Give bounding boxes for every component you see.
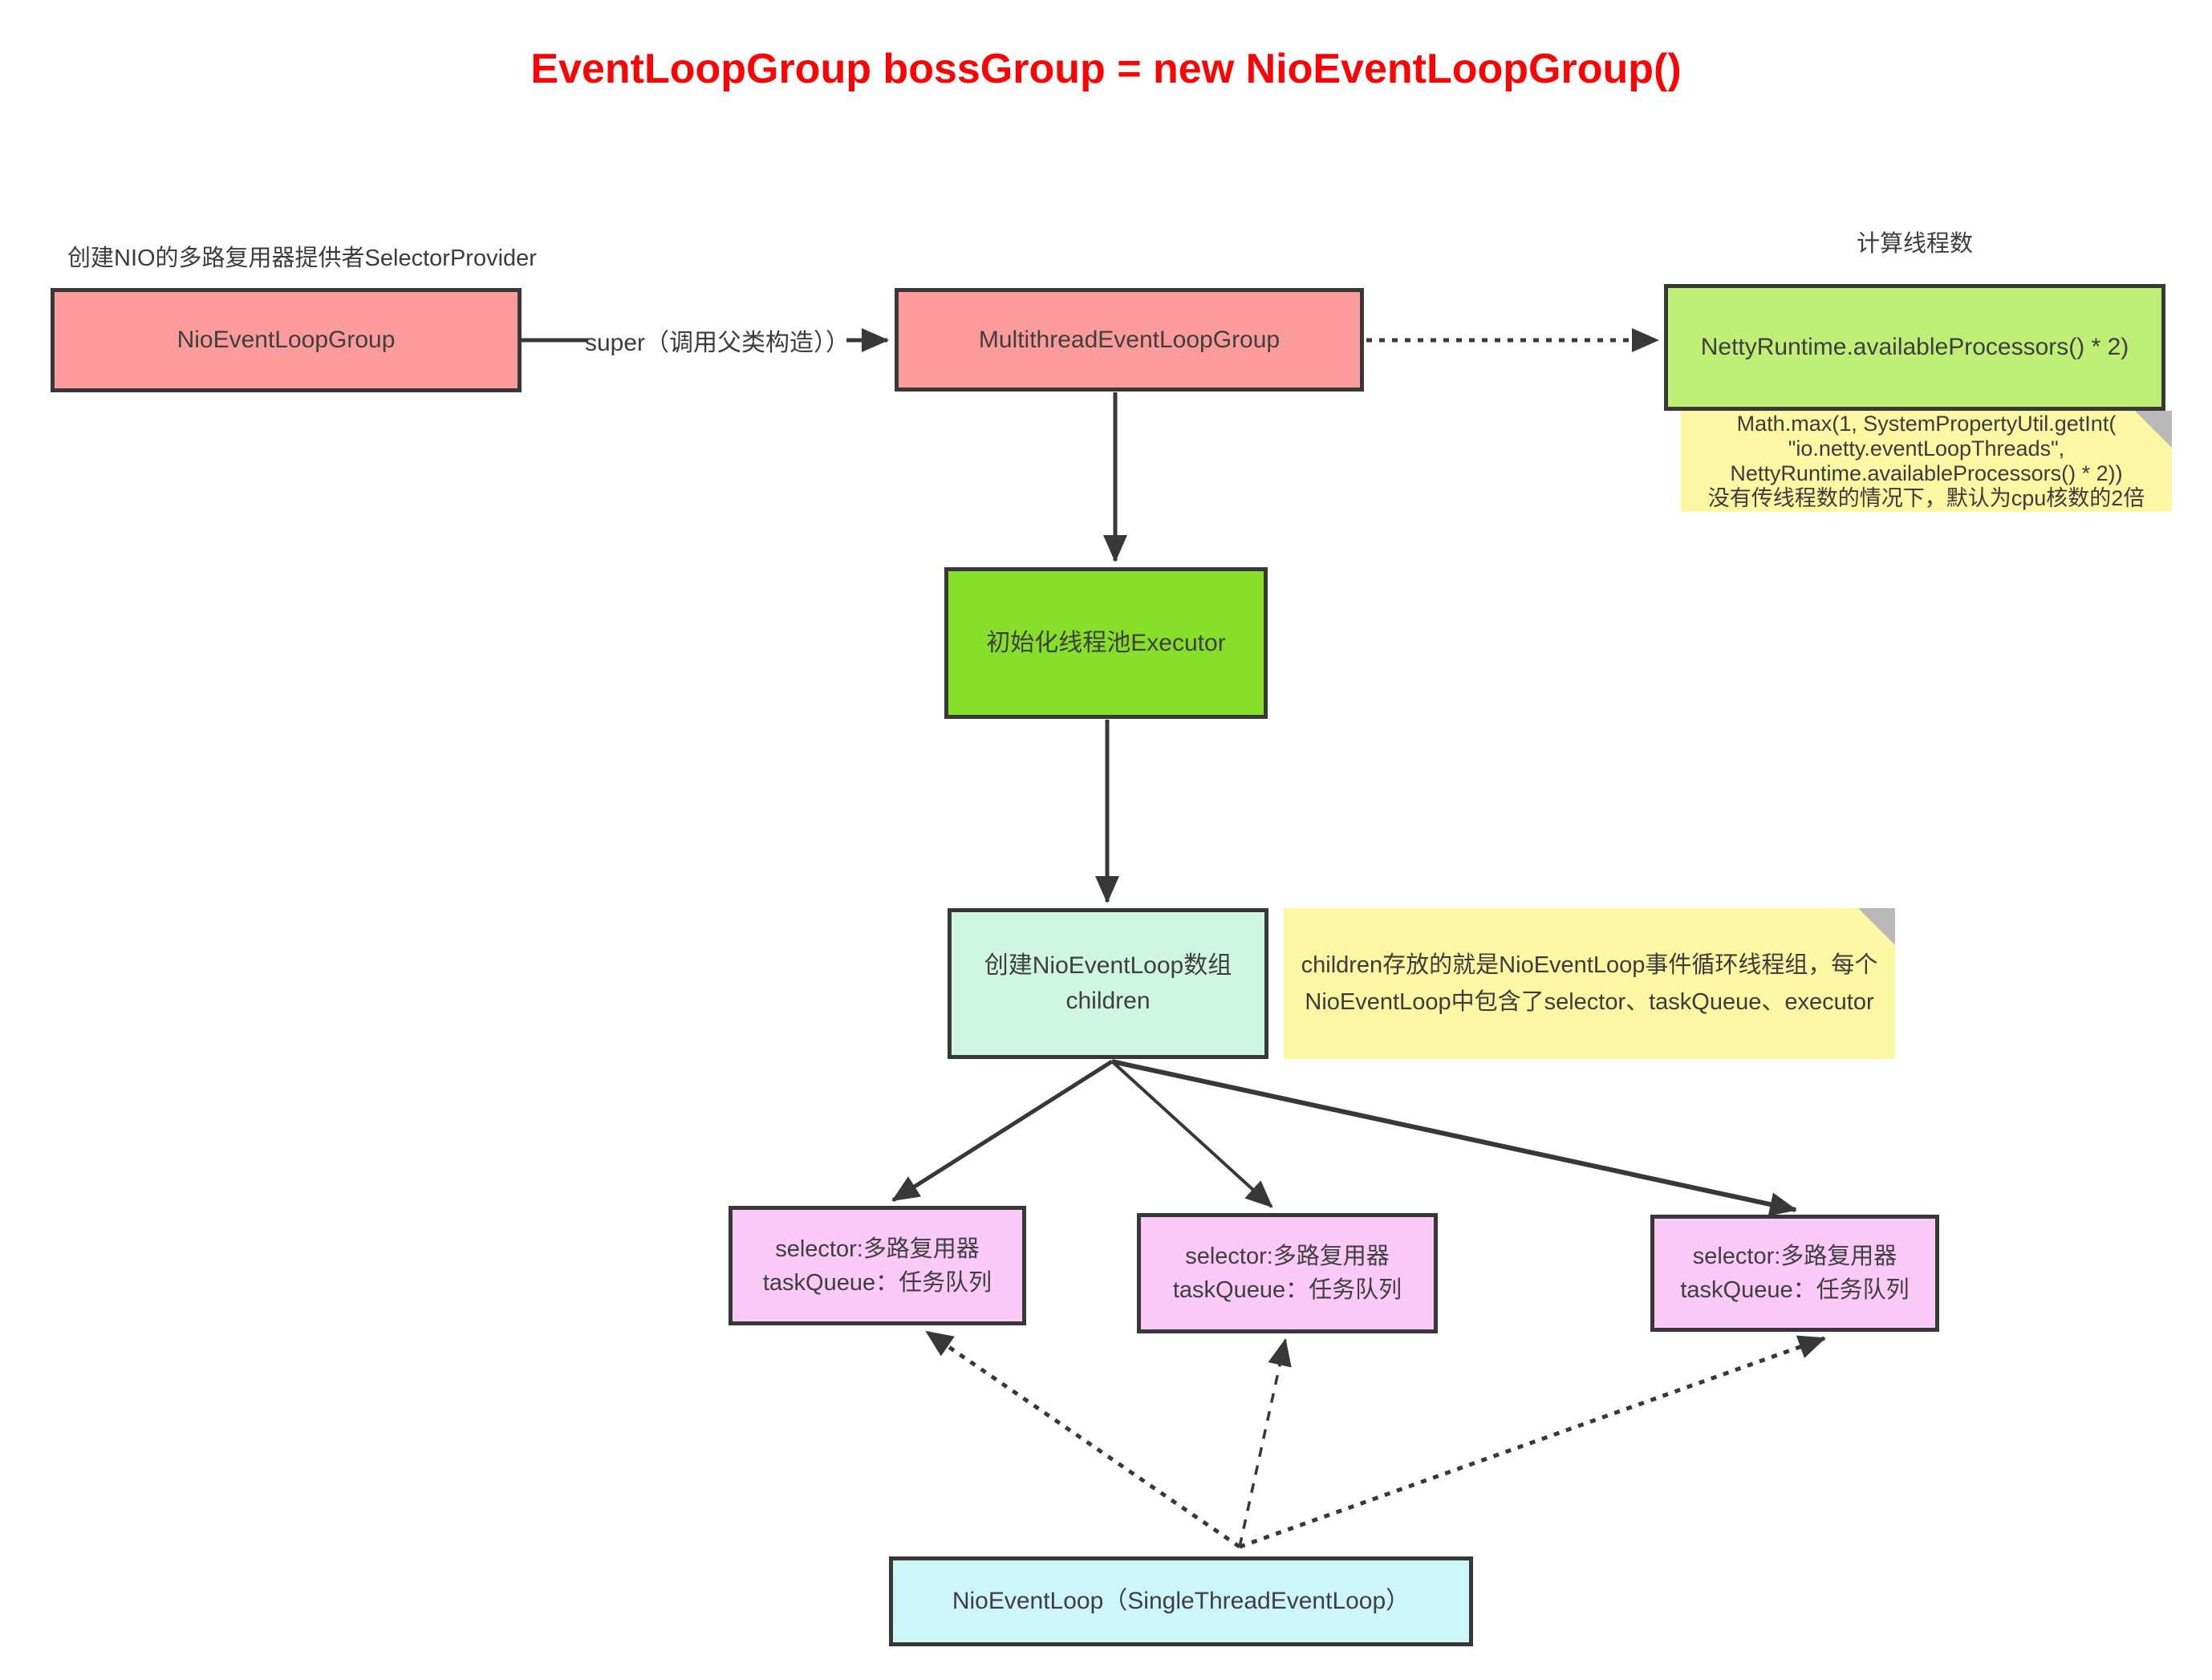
arrow-nioeventloop-to-eventloop-1 bbox=[925, 1329, 1241, 1549]
node-executor: 初始化线程池Executor bbox=[944, 567, 1268, 719]
label-thread-count: 计算线程数 bbox=[1856, 231, 1973, 257]
note-line: "io.netty.eventLoopThreads", bbox=[1788, 436, 2065, 461]
page-title: EventLoopGroup bossGroup = new NioEventL… bbox=[530, 46, 1682, 92]
node-event-loop-3: selector:多路复用器 taskQueue：任务队列 bbox=[1650, 1215, 1939, 1332]
node-event-loop-2: selector:多路复用器 taskQueue：任务队列 bbox=[1137, 1213, 1438, 1333]
note-children: children存放的就是NioEventLoop事件循环线程组，每个 NioE… bbox=[1284, 908, 1895, 1059]
node-label: NioEventLoopGroup bbox=[177, 327, 396, 353]
node-label: 初始化线程池Executor bbox=[986, 629, 1226, 656]
note-thread-calc: Math.max(1, SystemPropertyUtil.getInt( "… bbox=[1681, 411, 2172, 512]
node-label: MultithreadEventLoopGroup bbox=[978, 326, 1281, 353]
node-label: selector:多路复用器 bbox=[1692, 1244, 1897, 1269]
node-label: selector:多路复用器 bbox=[775, 1236, 980, 1262]
arrow-children-to-eventloop-2 bbox=[1110, 1060, 1273, 1208]
arrow-nioeventloop-to-eventloop-2 bbox=[1238, 1338, 1292, 1548]
arrow-children-to-eventloop-1 bbox=[891, 1059, 1114, 1203]
node-label: taskQueue：任务队列 bbox=[1172, 1277, 1402, 1303]
node-label: 创建NioEventLoop数组 bbox=[984, 952, 1232, 979]
arrow-children-to-eventloop-3 bbox=[1111, 1059, 1797, 1216]
super-call-label: super（调用父类构造）） bbox=[585, 320, 850, 360]
arrow-nioeventloop-to-eventloop-3 bbox=[1239, 1335, 1826, 1549]
node-nio-event-loop: NioEventLoop（SingleThreadEventLoop） bbox=[889, 1556, 1473, 1646]
node-nio-event-loop-group: NioEventLoopGroup bbox=[51, 288, 522, 392]
node-netty-runtime: NettyRuntime.availableProcessors() * 2) bbox=[1664, 284, 2165, 411]
node-multithread-event-loop-group: MultithreadEventLoopGroup bbox=[895, 288, 1364, 392]
node-children: 创建NioEventLoop数组 children bbox=[948, 908, 1268, 1059]
node-label: children bbox=[1065, 988, 1151, 1014]
node-event-loop-1: selector:多路复用器 taskQueue：任务队列 bbox=[729, 1206, 1026, 1325]
note-fold-icon bbox=[1858, 908, 1895, 945]
note-line: NioEventLoop中包含了selector、taskQueue、execu… bbox=[1305, 989, 1874, 1015]
note-line: children存放的就是NioEventLoop事件循环线程组，每个 bbox=[1301, 952, 1878, 978]
node-label: NioEventLoop（SingleThreadEventLoop） bbox=[952, 1588, 1410, 1614]
node-label: taskQueue：任务队列 bbox=[762, 1269, 992, 1296]
note-line: Math.max(1, SystemPropertyUtil.getInt( bbox=[1736, 412, 2117, 436]
label-selector-provider: 创建NIO的多路复用器提供者SelectorProvider bbox=[67, 246, 537, 271]
node-label: taskQueue：任务队列 bbox=[1680, 1277, 1910, 1303]
note-line: NettyRuntime.availableProcessors() * 2)) bbox=[1730, 461, 2123, 485]
note-line: 没有传线程数的情况下，默认为cpu核数的2倍 bbox=[1707, 486, 2145, 510]
node-label: selector:多路复用器 bbox=[1185, 1244, 1390, 1269]
node-label: NettyRuntime.availableProcessors() * 2) bbox=[1700, 334, 2129, 360]
